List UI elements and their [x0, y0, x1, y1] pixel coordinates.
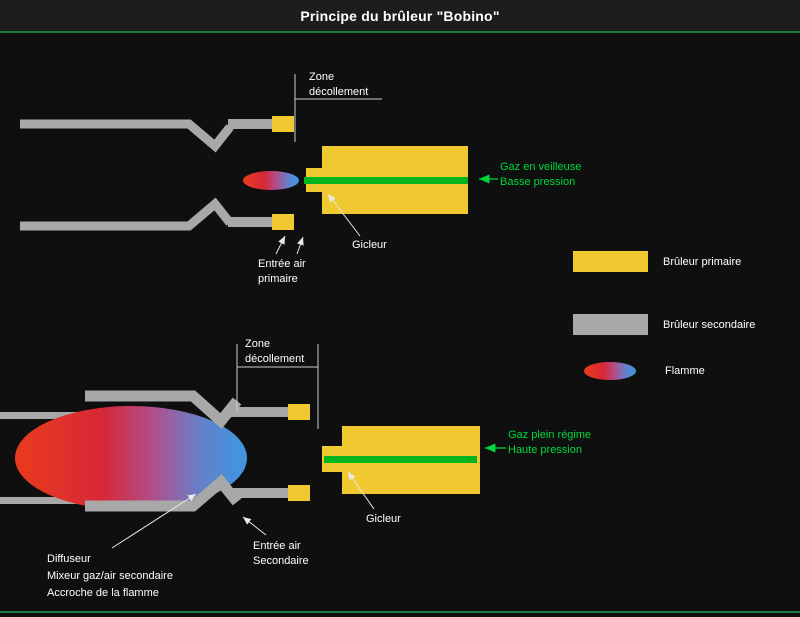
page-title: Principe du brûleur "Bobino" — [300, 7, 500, 24]
pilot-gas-line — [304, 177, 468, 184]
pilot-intake-tube-lower — [228, 217, 292, 227]
pilot-secondary-tube-upper — [20, 119, 234, 153]
full-primary-ring-lower — [288, 485, 310, 501]
legend-flame-swatch — [584, 362, 636, 380]
pilot-air-intake-label: Entrée air primaire — [258, 258, 306, 285]
pilot-flame — [243, 171, 299, 190]
full-gas-label: Gaz plein régime Haute pression — [508, 429, 592, 456]
pilot-air-arrow-2 — [296, 236, 304, 255]
bottom-divider — [0, 611, 800, 613]
mixer-tube-lower-wall — [0, 497, 80, 504]
full-zone-label: Zone décollement — [245, 338, 305, 365]
full-gicleur-label: Gicleur — [366, 513, 401, 525]
full-air-intake-label: Entrée air Secondaire — [253, 540, 309, 567]
full-diffuser-label: Diffuseur Mixeur gaz/air secondaire Accr… — [47, 553, 173, 599]
pilot-zone-label: Zone décollement — [309, 71, 369, 98]
pilot-primary-ring-upper — [272, 116, 294, 132]
pilot-primary-ring-lower — [272, 214, 294, 230]
full-intake-tube-upper — [228, 407, 294, 417]
legend-flame-label: Flamme — [665, 365, 705, 377]
full-intake-tube-lower — [228, 488, 294, 498]
full-gas-line — [324, 456, 477, 463]
full-air-arrow — [242, 516, 267, 536]
pilot-intake-tube-upper — [228, 119, 292, 129]
pilot-gas-label: Gaz en veilleuse Basse pression — [500, 161, 582, 188]
pilot-secondary-tube-lower — [20, 197, 234, 231]
mixer-tube-upper-wall — [0, 412, 80, 419]
pilot-gicleur-label: Gicleur — [352, 239, 387, 251]
full-power-flame — [15, 406, 247, 510]
full-primary-ring-upper — [288, 404, 310, 420]
legend-secondary-label: Brûleur secondaire — [663, 319, 756, 331]
legend-primary-label: Brûleur primaire — [663, 256, 742, 268]
pilot-air-arrow-1 — [275, 235, 286, 255]
legend-primary-swatch — [573, 251, 648, 272]
title-bar: Principe du brûleur "Bobino" — [0, 0, 800, 33]
legend-secondary-swatch — [573, 314, 648, 335]
